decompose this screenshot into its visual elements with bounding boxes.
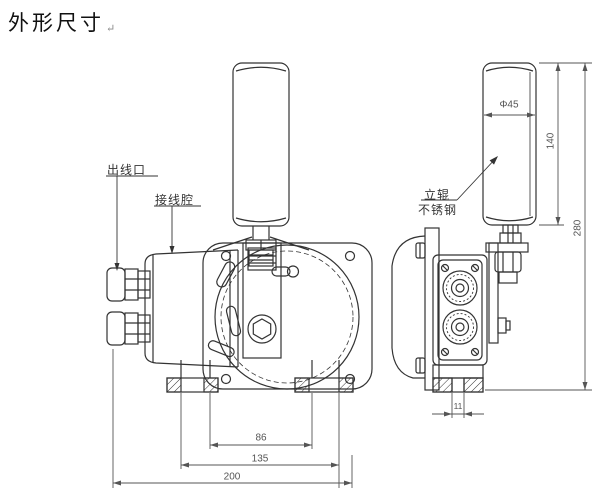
dimension-lines [106, 62, 592, 488]
cable-glands-front [442, 270, 478, 345]
side-roller-bracket [485, 224, 529, 344]
side-junction-box [432, 254, 488, 379]
front-junction-box [144, 249, 239, 368]
cable-outlet-label: 出线口 [107, 163, 147, 177]
dim-roller-diameter: Φ45 [499, 99, 519, 111]
wiring-chamber-label: 接线腔 [155, 193, 195, 207]
side-view [391, 62, 537, 393]
side-housing-outline [391, 235, 426, 379]
front-housing [202, 242, 373, 390]
page-title: 外形尺寸 ↵ [8, 7, 118, 37]
dim-feet-inner-spacing: 86 [255, 432, 267, 444]
roller-material-label: 不锈钢 [418, 203, 458, 217]
side-roller [482, 62, 537, 226]
front-housing-slots [207, 261, 300, 358]
roller-label: 立辊 [424, 188, 451, 202]
dim-base-slot-width: 11 [453, 401, 463, 411]
cable-glands-side [106, 267, 151, 346]
leader-lines [106, 156, 498, 271]
dim-roller-length-lines [539, 62, 592, 226]
front-roller [232, 62, 290, 227]
paragraph-mark: ↵ [106, 23, 119, 35]
side-mounting-plate [415, 227, 440, 391]
page-title-text: 外形尺寸 [8, 11, 104, 35]
front-view [106, 62, 373, 393]
dim-200-lines [112, 349, 353, 488]
front-arm [242, 242, 282, 359]
front-feet [166, 360, 354, 393]
dim-roller-diameter-lines [484, 112, 535, 118]
dim-overall-height: 280 [572, 219, 584, 237]
dim-overall-height-lines [485, 63, 592, 391]
dim-11-lines [432, 393, 484, 418]
dim-roller-length: 140 [545, 132, 557, 150]
dim-135-lines [180, 393, 340, 488]
dim-overall-depth: 200 [223, 471, 241, 483]
side-foot [432, 377, 484, 393]
dim-86-lines [209, 393, 313, 449]
dim-feet-outer-spacing: 135 [251, 453, 269, 465]
